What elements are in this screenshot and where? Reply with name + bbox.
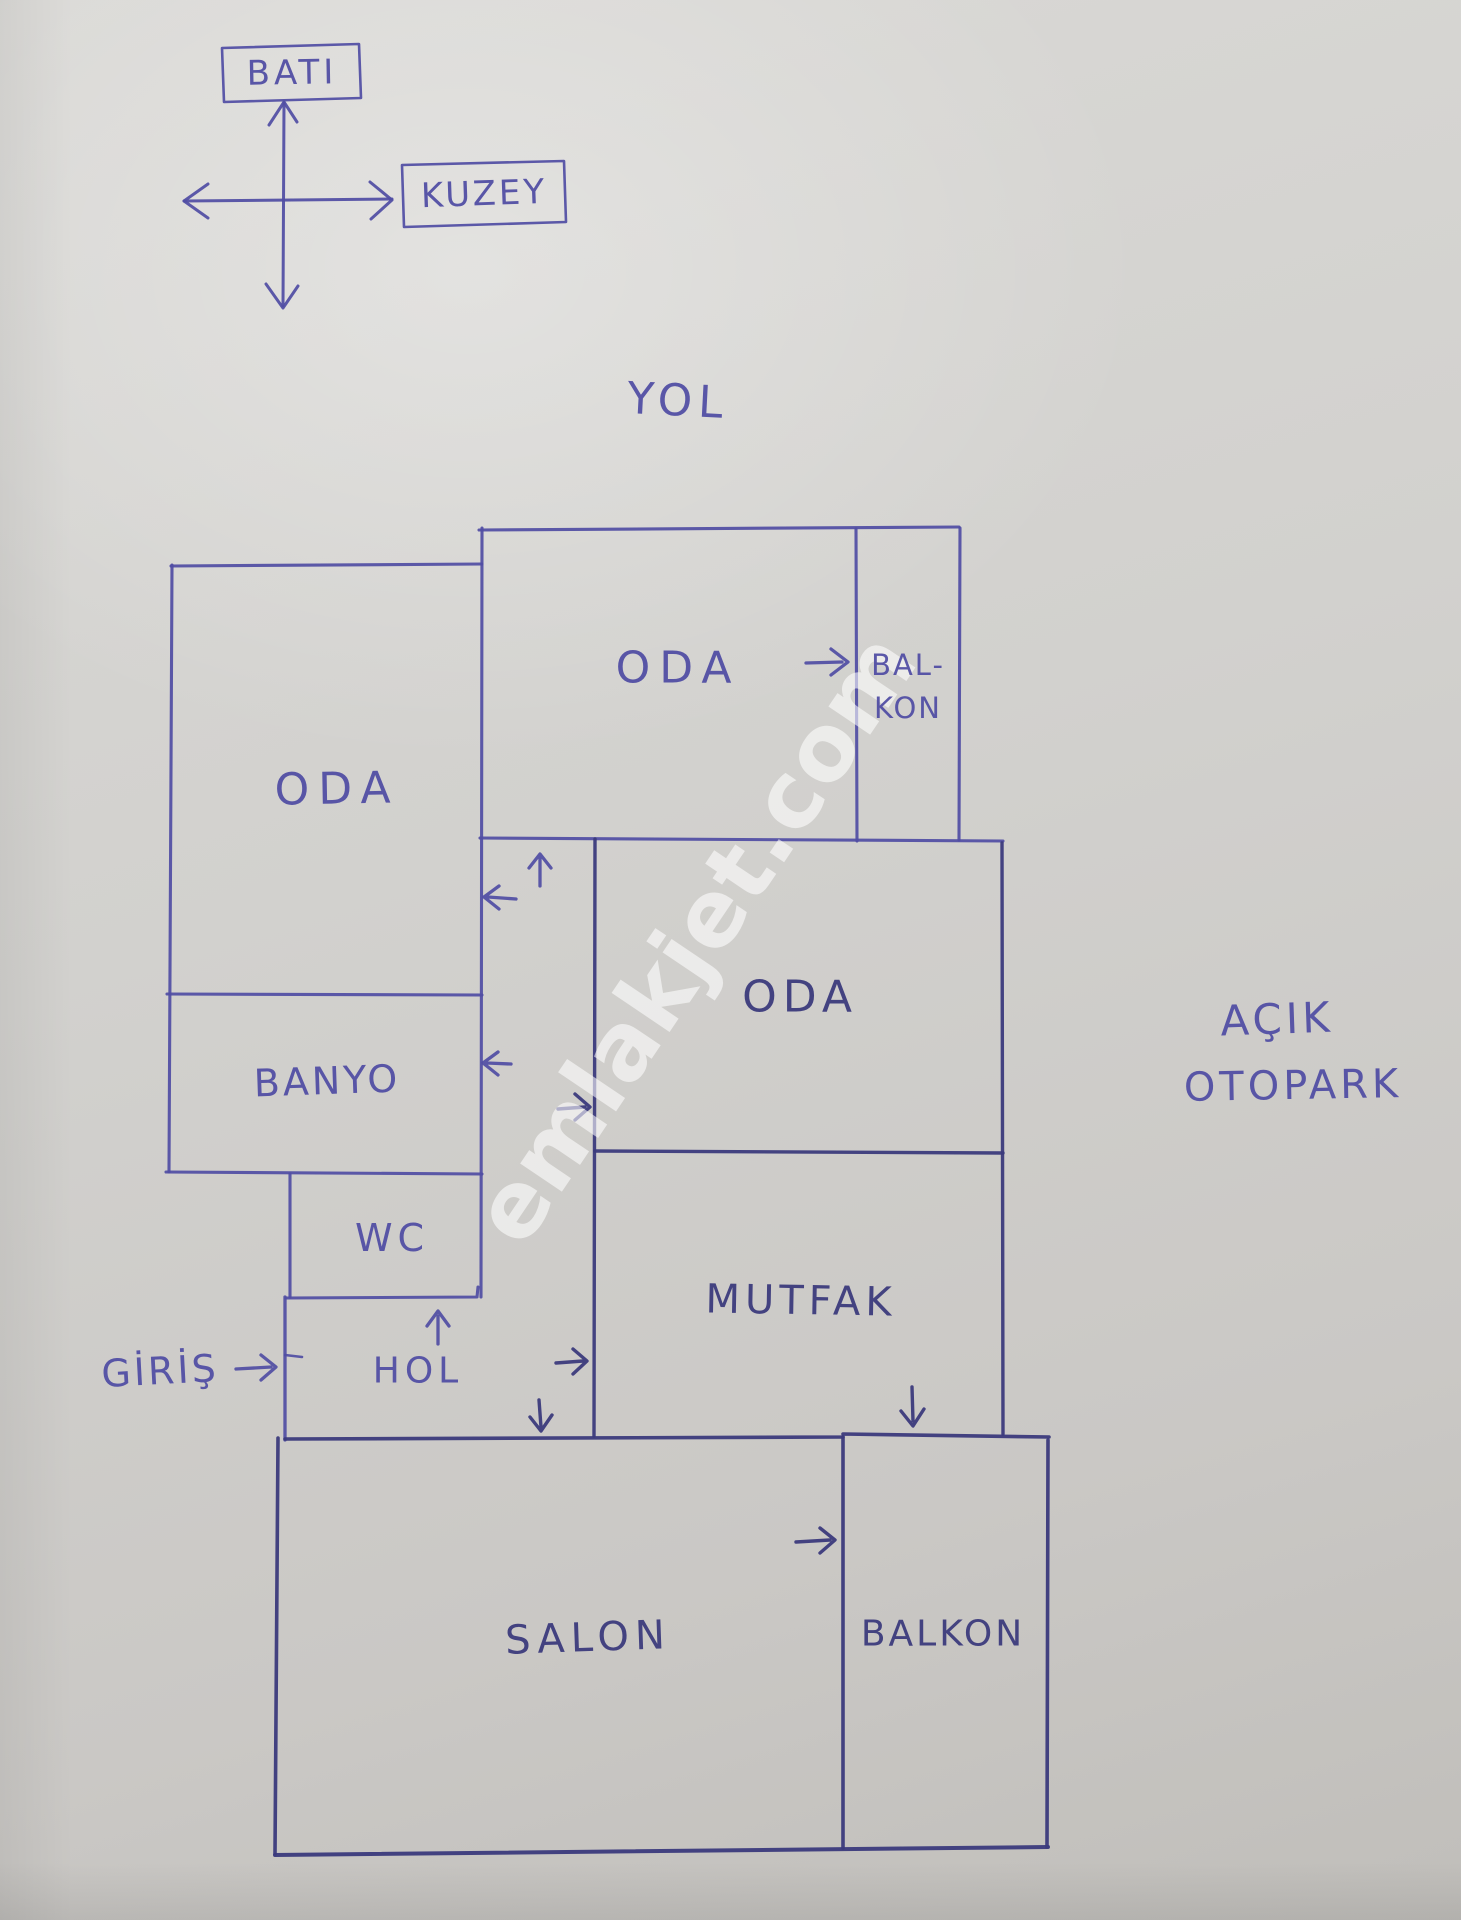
wall-corridor-east <box>592 837 597 1438</box>
arrow-kitchen-to-balcony <box>899 1385 926 1428</box>
walls-lower <box>273 837 1051 1857</box>
wall-wc-bottom <box>284 1285 480 1300</box>
wall-balcony-top-divider <box>854 527 859 843</box>
wall-corridor-west <box>479 526 484 1299</box>
arrow-bedroom-top-to-balcony <box>804 647 850 677</box>
room-label-bedroom-middle: ODA <box>742 971 858 1023</box>
compass-arrowhead-right <box>368 180 394 221</box>
balcony-top-label-line2: KON <box>874 691 942 725</box>
room-label-balcony-bottom: BALKON <box>860 1613 1026 1655</box>
wall-bedroom-left-west <box>167 563 174 1174</box>
wall-balcony-top-right <box>957 526 962 842</box>
room-label-wc: WC <box>354 1216 430 1260</box>
wall-bedroom-left-top <box>169 562 484 568</box>
arrow-corridor-to-bedroom-middle <box>556 1092 592 1122</box>
wall-bathroom-bottom <box>164 1170 484 1176</box>
compass-arrowhead-left <box>182 182 210 220</box>
wall-living-west <box>273 1436 280 1856</box>
wall-kitchen-top <box>593 1149 1005 1155</box>
wall-living-block-top <box>283 1432 1051 1441</box>
room-label-bedroom-top: ODA <box>615 642 741 694</box>
room-label-balcony-top: BAL- KON <box>871 644 945 730</box>
room-label-bedroom-left: ODA <box>274 762 400 816</box>
wall-bedroom-top-bottom <box>478 836 1005 843</box>
entry-door-jamb <box>283 1353 304 1359</box>
compass-vertical-axis <box>281 101 286 308</box>
room-label-kitchen: MUTFAK <box>705 1276 897 1326</box>
door-arrows-upper <box>234 647 850 1382</box>
arrow-living-room-to-balcony <box>794 1526 837 1555</box>
wall-bedroom-top-top <box>477 525 961 532</box>
arrow-hall-to-kitchen <box>554 1347 589 1376</box>
wall-bathroom-top <box>165 992 484 997</box>
room-label-hall: HOL <box>372 1350 464 1392</box>
entrance-label: GİRİŞ <box>100 1345 220 1397</box>
road-label: YOL <box>625 372 731 430</box>
arrow-corridor-to-bedroom-left <box>482 884 518 911</box>
compass <box>182 42 568 310</box>
wall-living-block-east <box>1045 1438 1050 1849</box>
wall-bedroom-middle-east <box>1000 841 1005 1436</box>
compass-horizontal-axis <box>182 197 394 203</box>
door-arrows-lower <box>528 1092 926 1555</box>
arrow-hall-to-wc <box>425 1309 451 1346</box>
arrow-corridor-to-bathroom <box>481 1050 513 1077</box>
parking-label-line1: AÇIK <box>1219 992 1335 1046</box>
walls-upper <box>164 525 1005 1442</box>
balcony-top-label-line1: BAL- <box>871 648 945 682</box>
compass-arrowhead-down <box>264 282 300 310</box>
compass-north-label: KUZEY <box>420 171 548 217</box>
room-label-bathroom: BANYO <box>253 1056 401 1106</box>
arrow-hall-to-living-room <box>528 1398 554 1433</box>
arrow-entrance <box>234 1353 278 1382</box>
parking-label-line2: OTOPARK <box>1183 1061 1403 1111</box>
room-label-living-room: SALON <box>504 1612 672 1664</box>
wall-living-block-bottom <box>273 1845 1050 1857</box>
compass-west-label: BATI <box>246 52 338 94</box>
arrow-corridor-to-bedroom-top <box>527 852 553 888</box>
compass-arrowhead-up <box>267 100 299 127</box>
compass-north-box <box>400 159 568 229</box>
compass-west-box <box>220 42 363 104</box>
